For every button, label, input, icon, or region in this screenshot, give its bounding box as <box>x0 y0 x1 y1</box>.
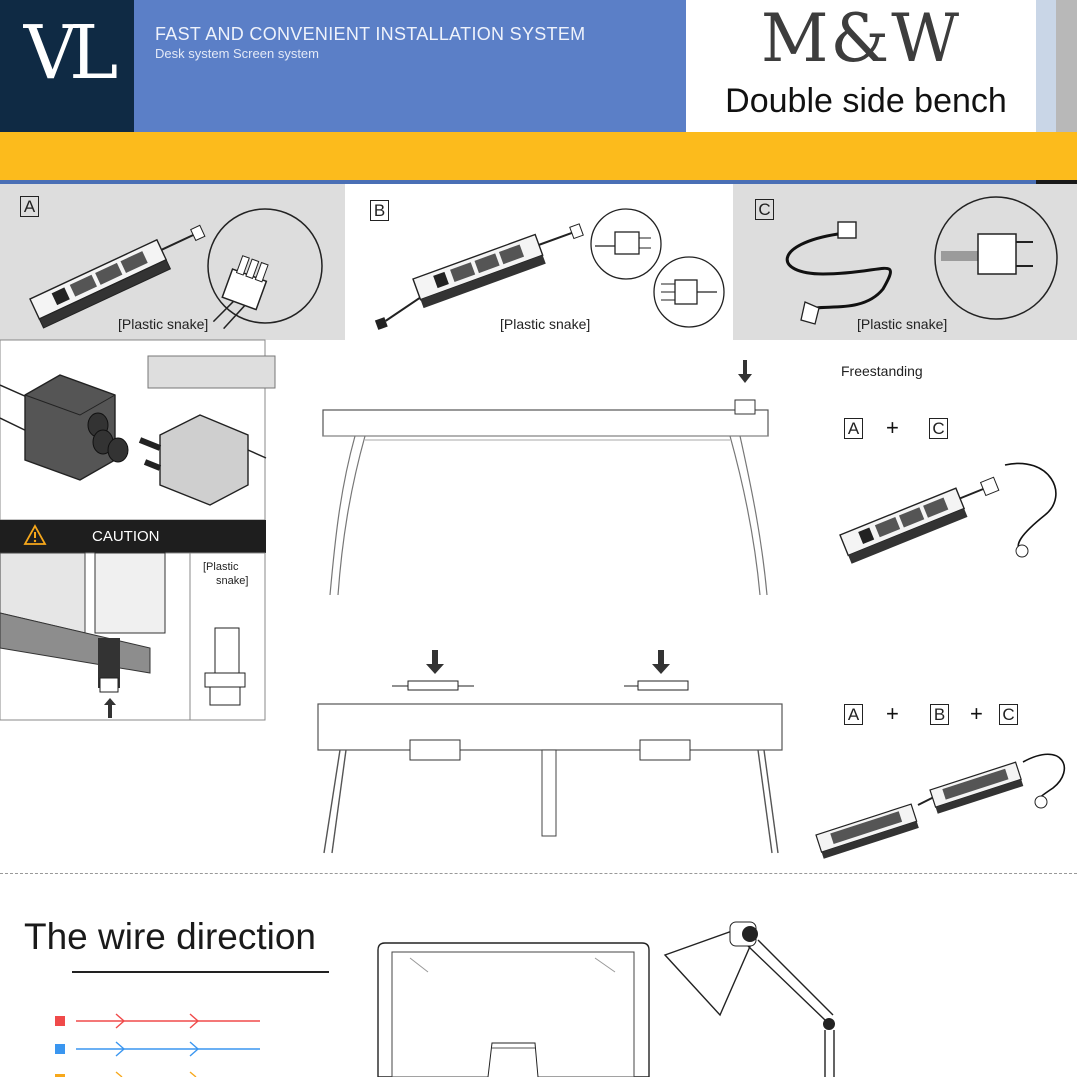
accent-strip-grey <box>1056 0 1077 132</box>
wire-direction-title: The wire direction <box>24 916 317 957</box>
combo1-a: A <box>844 418 863 439</box>
option-c-caption: [Plastic snake] <box>857 316 948 332</box>
header-banner <box>134 0 686 132</box>
divider-line <box>0 180 1036 184</box>
option-c-label: C <box>755 199 774 220</box>
accent-strip <box>1036 0 1056 132</box>
caution-label: CAUTION <box>92 528 160 545</box>
combo2-a: A <box>844 704 863 725</box>
page-title: Double side bench <box>725 82 1007 120</box>
wire-legend <box>55 1013 260 1077</box>
freestanding-label: Freestanding <box>841 363 923 379</box>
combo2-plus-1: + <box>886 701 899 726</box>
desk-underside-illustration <box>0 552 266 721</box>
warning-icon <box>23 524 47 545</box>
combo-abc-illustration <box>815 753 1066 859</box>
connector-closeup <box>0 339 276 521</box>
combo2-plus-2: + <box>970 701 983 726</box>
option-b-label: B <box>370 200 389 221</box>
monitor-lamp-illustration <box>377 921 835 1077</box>
combo2-b: B <box>930 704 949 725</box>
combo-ac-illustration <box>839 462 1057 564</box>
yellow-band <box>0 132 1077 180</box>
side-caption-2: snake] <box>216 575 249 587</box>
freestanding-table-illustration <box>322 360 769 596</box>
section-divider <box>0 873 1077 874</box>
power-cord-c-illustration <box>785 196 1058 325</box>
option-a-caption: [Plastic snake] <box>118 316 209 332</box>
option-a-label: A <box>20 196 39 217</box>
logo-block <box>0 0 134 132</box>
option-b-caption: [Plastic snake] <box>500 316 591 332</box>
power-strip-b-illustration <box>374 208 725 330</box>
side-caption-1: [Plastic <box>203 561 239 573</box>
logo-mark: VL <box>23 10 119 96</box>
caution-bar <box>0 520 266 553</box>
divider-line-dark <box>1036 180 1077 184</box>
brand-name: M&W <box>760 0 962 77</box>
tagline-sub: Desk system Screen system <box>155 46 319 61</box>
tagline: FAST AND CONVENIENT INSTALLATION SYSTEM <box>155 24 586 44</box>
combo1-plus: + <box>886 415 899 440</box>
power-strip-a-illustration <box>29 208 323 330</box>
combo2-c: C <box>999 704 1018 725</box>
brand-block <box>686 0 1036 132</box>
title-underline <box>72 971 329 973</box>
combo1-c: C <box>929 418 948 439</box>
double-bench-illustration <box>317 650 783 854</box>
